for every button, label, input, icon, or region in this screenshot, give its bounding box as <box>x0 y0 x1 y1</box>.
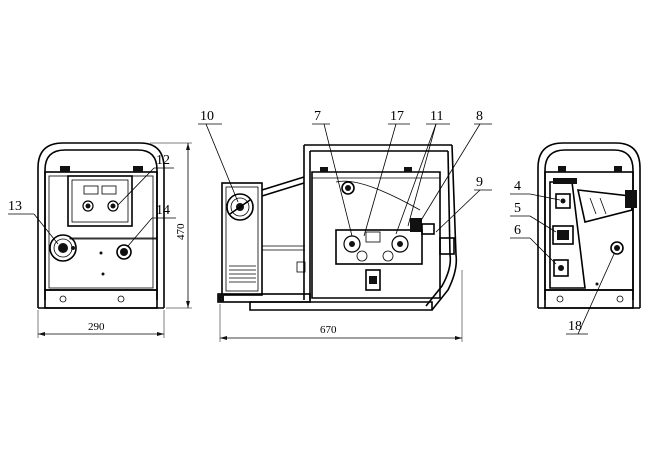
callout-7: 7 <box>314 109 321 124</box>
callout-14: 14 <box>156 203 170 218</box>
dim-670-label: 670 <box>320 324 337 336</box>
front-view <box>37 142 165 309</box>
dimension-670: 670 <box>219 270 463 342</box>
callout-17: 17 <box>390 109 404 124</box>
callout-9: 9 <box>476 175 483 190</box>
dimension-470: 470 <box>150 142 192 309</box>
dim-290-label: 290 <box>88 321 105 333</box>
side-view <box>217 144 458 311</box>
rear-view <box>537 142 641 309</box>
callout-11: 11 <box>430 109 443 124</box>
callout-18: 18 <box>568 319 582 334</box>
callout-5: 5 <box>514 201 521 216</box>
callout-13: 13 <box>8 199 22 214</box>
dimension-290: 290 <box>37 310 165 338</box>
callout-4: 4 <box>514 179 521 194</box>
callout-8: 8 <box>476 109 483 124</box>
callout-12: 12 <box>156 153 170 168</box>
callout-10: 10 <box>200 109 214 124</box>
callout-labels: 12 13 14 10 7 17 11 8 9 4 5 6 18 <box>8 109 582 334</box>
leader-lines <box>8 123 615 335</box>
callout-6: 6 <box>514 223 521 238</box>
dim-470-label: 470 <box>175 223 187 240</box>
